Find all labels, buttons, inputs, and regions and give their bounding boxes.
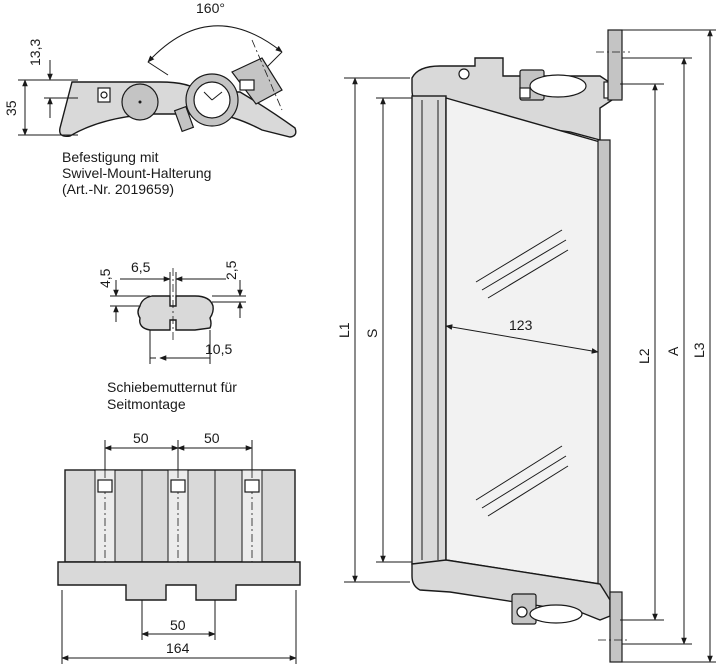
slot-profile-view: 6,5 4,5 2,5 10,5 Schiebemutternut für Se… bbox=[97, 259, 246, 412]
swivel-caption-2: Swivel-Mount-Halterung bbox=[62, 165, 211, 181]
angle-label: 160° bbox=[196, 0, 225, 16]
swivel-mount-view: 160° 35 13,3 Befestigung mit Swivel-Moun… bbox=[3, 0, 297, 197]
slot-caption-2: Seitmontage bbox=[107, 396, 186, 412]
angle-arc bbox=[147, 25, 283, 63]
mounting-base bbox=[57, 561, 301, 601]
dim-4-5: 4,5 bbox=[97, 268, 113, 288]
label-L1: L1 bbox=[336, 322, 352, 338]
dim-50-right: 50 bbox=[204, 430, 220, 446]
label-A: A bbox=[665, 346, 681, 356]
label-L2: L2 bbox=[636, 348, 652, 364]
dim-35: 35 bbox=[3, 100, 19, 116]
screw-2 bbox=[170, 479, 186, 493]
slot-caption-1: Schiebemutternut für bbox=[107, 379, 237, 395]
slot-nut-profile bbox=[137, 295, 214, 331]
dim-50-left: 50 bbox=[133, 430, 149, 446]
dim-50-mid: 50 bbox=[170, 617, 186, 633]
top-clamp bbox=[529, 74, 587, 98]
main-side-view: L1 S 123 L2 A L3 bbox=[336, 29, 716, 663]
dim-10-5: 10,5 bbox=[205, 341, 232, 357]
bottom-view: 50 50 50 164 bbox=[57, 430, 301, 664]
dim-2-5: 2,5 bbox=[223, 260, 239, 280]
front-window bbox=[445, 97, 601, 585]
screw-3 bbox=[244, 479, 260, 493]
label-S: S bbox=[364, 329, 380, 338]
dim-13-3: 13,3 bbox=[27, 39, 43, 66]
housing-profile bbox=[411, 95, 447, 565]
label-123: 123 bbox=[509, 317, 533, 333]
side-rail bbox=[597, 139, 611, 617]
dim-6-5: 6,5 bbox=[131, 259, 151, 275]
bottom-clamp bbox=[529, 604, 583, 624]
label-L3: L3 bbox=[691, 342, 707, 358]
screw-1 bbox=[97, 479, 113, 493]
dim-164: 164 bbox=[166, 640, 190, 656]
swivel-caption-3: (Art.-Nr. 2019659) bbox=[62, 181, 174, 197]
swivel-caption-1: Befestigung mit bbox=[62, 149, 159, 165]
